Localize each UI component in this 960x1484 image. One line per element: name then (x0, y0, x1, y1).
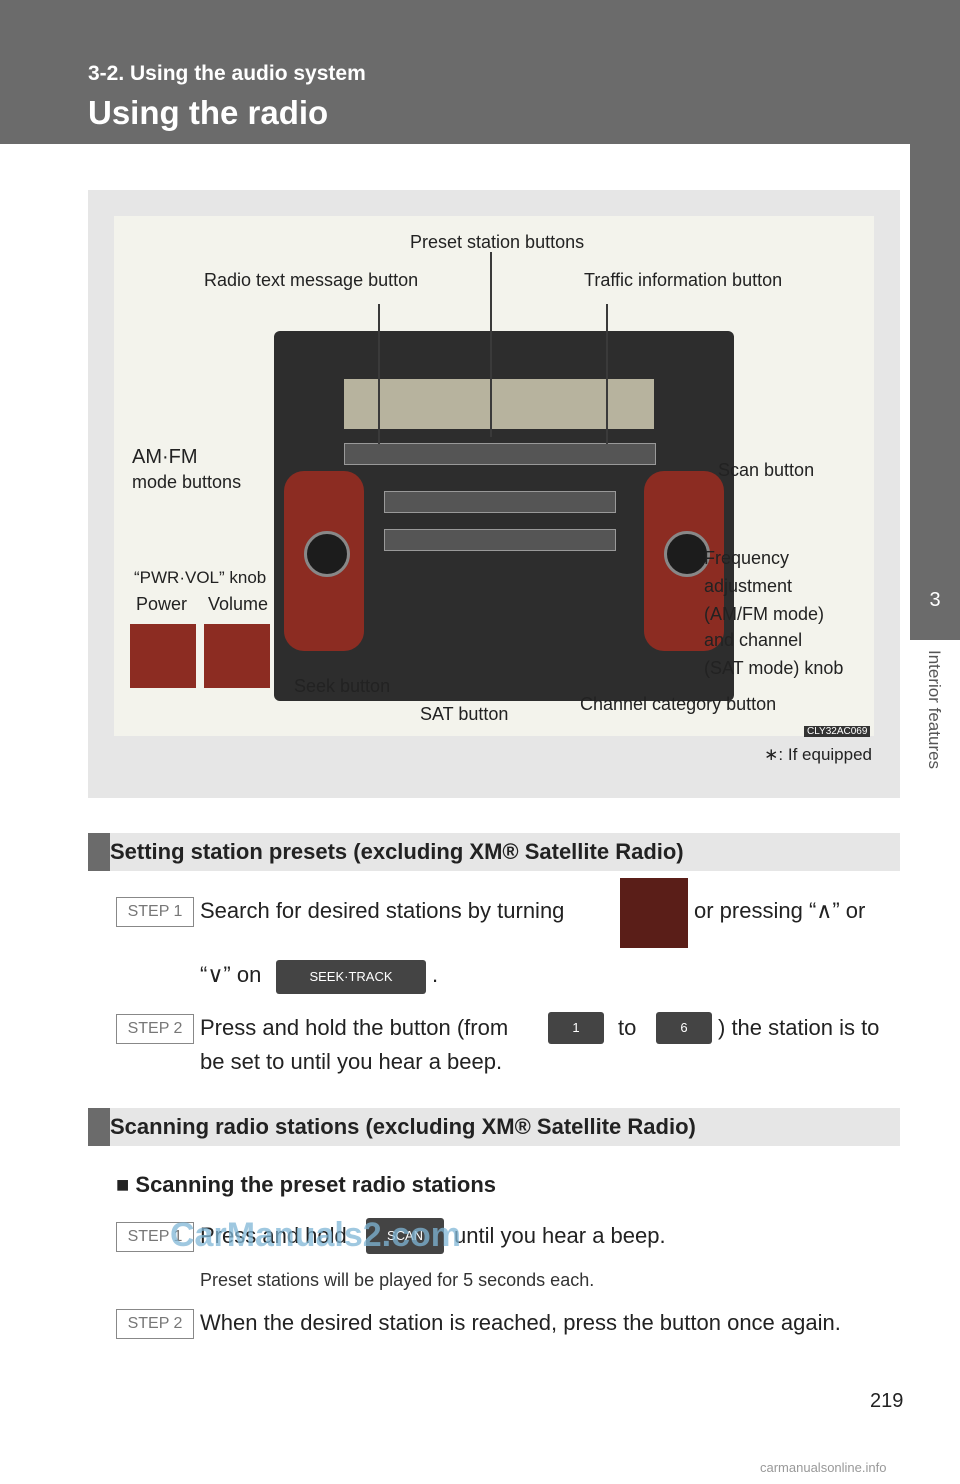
step-text: ) the station is to (718, 1015, 880, 1040)
label-freq-2: adjustment (704, 576, 793, 596)
label-volume: Volume (208, 594, 269, 614)
step-text: “∨” on (200, 962, 262, 987)
step-text: Press and hold (200, 1223, 347, 1248)
radio-figure: Preset station buttons Radio text messag… (88, 190, 900, 798)
step-text: . (432, 962, 439, 987)
label-channel: Channel category button (580, 694, 777, 714)
tune-file-knob (664, 531, 710, 577)
preset-buttons (344, 443, 656, 465)
label-scan: Scan button (718, 460, 815, 480)
section-heading: Setting station presets (excluding XM® S… (88, 833, 900, 871)
footer-site: carmanualsonline.info (760, 1460, 887, 1475)
step-text: or pressing “∧” or (694, 898, 866, 923)
step-note: Preset stations will be played for 5 sec… (200, 1270, 595, 1290)
label-amfm: AM·FM (132, 446, 198, 468)
leader-line (606, 304, 608, 444)
radio-display (344, 379, 654, 429)
label-freq-1: Frequency (704, 548, 790, 568)
footnote: ∗: If equipped (764, 745, 872, 764)
chapter-name: Interior features (925, 650, 944, 770)
label-traffic: Traffic information button (584, 270, 783, 290)
label-freq-3: (AM/FM mode) (704, 604, 825, 624)
step-text: When the desired station is reached, pre… (200, 1310, 841, 1335)
seek-type-buttons (384, 529, 616, 551)
chapter-number: 3 (910, 530, 960, 640)
volume-turn-icon (204, 624, 270, 688)
label-sat: SAT button (420, 704, 509, 724)
audio-unit (274, 331, 734, 701)
leader-line (490, 252, 492, 437)
preset-6-icon: 6 (656, 1012, 712, 1044)
step-badge: STEP 1 (116, 1222, 194, 1252)
label-pwr-knob: “PWR·VOL” knob (134, 568, 267, 587)
section-heading: Scanning radio stations (excluding XM® S… (88, 1108, 900, 1146)
page-header: 3-2. Using the audio system Using the ra… (0, 0, 910, 144)
seek-track-icon: SEEK·TRACK (276, 960, 426, 994)
power-press-icon (130, 624, 196, 688)
label-freq-4: and channel (704, 630, 803, 650)
page-title: Using the radio (88, 94, 329, 131)
chapter-tab: 3 Interior features (910, 0, 960, 1484)
step-text: Press and hold the button (from (200, 1015, 509, 1040)
label-radio-text: Radio text message button (204, 270, 419, 290)
figure-illustration: Preset station buttons Radio text messag… (114, 216, 874, 737)
step-badge: STEP 2 (116, 1309, 194, 1339)
label-preset: Preset station buttons (410, 232, 585, 252)
tab-bar (910, 0, 960, 530)
step-badge: STEP 2 (116, 1014, 194, 1044)
watermark: CarManuals2.com (170, 1216, 461, 1254)
step-text: to (618, 1015, 637, 1040)
figure-code: CLY32AC069 (804, 726, 871, 737)
step-text: until you hear a beep. (454, 1223, 666, 1248)
pwr-vol-knob (304, 531, 350, 577)
label-power: Power (136, 594, 188, 614)
leader-line (378, 304, 380, 444)
step-text: be set to until you hear a beep. (200, 1049, 503, 1074)
scan-button-icon: SCAN (366, 1218, 444, 1254)
subheading: ■ Scanning the preset radio stations (116, 1172, 497, 1197)
tune-file-knob-icon (620, 878, 688, 948)
step-text: Search for desired stations by turning (200, 898, 565, 923)
label-freq-5: (SAT mode) knob (704, 658, 844, 678)
section-heading-text: Scanning radio stations (excluding XM® S… (110, 1114, 696, 1139)
section-title: 3-2. Using the audio system (88, 62, 366, 85)
page-number: 219 (870, 1390, 904, 1412)
label-amfm-2: mode buttons (132, 472, 242, 492)
preset-1-icon: 1 (548, 1012, 604, 1044)
mode-buttons (384, 491, 616, 513)
step-badge: STEP 1 (116, 897, 194, 927)
section-heading-text: Setting station presets (excluding XM® S… (110, 839, 684, 864)
label-seek: Seek button (294, 676, 391, 696)
